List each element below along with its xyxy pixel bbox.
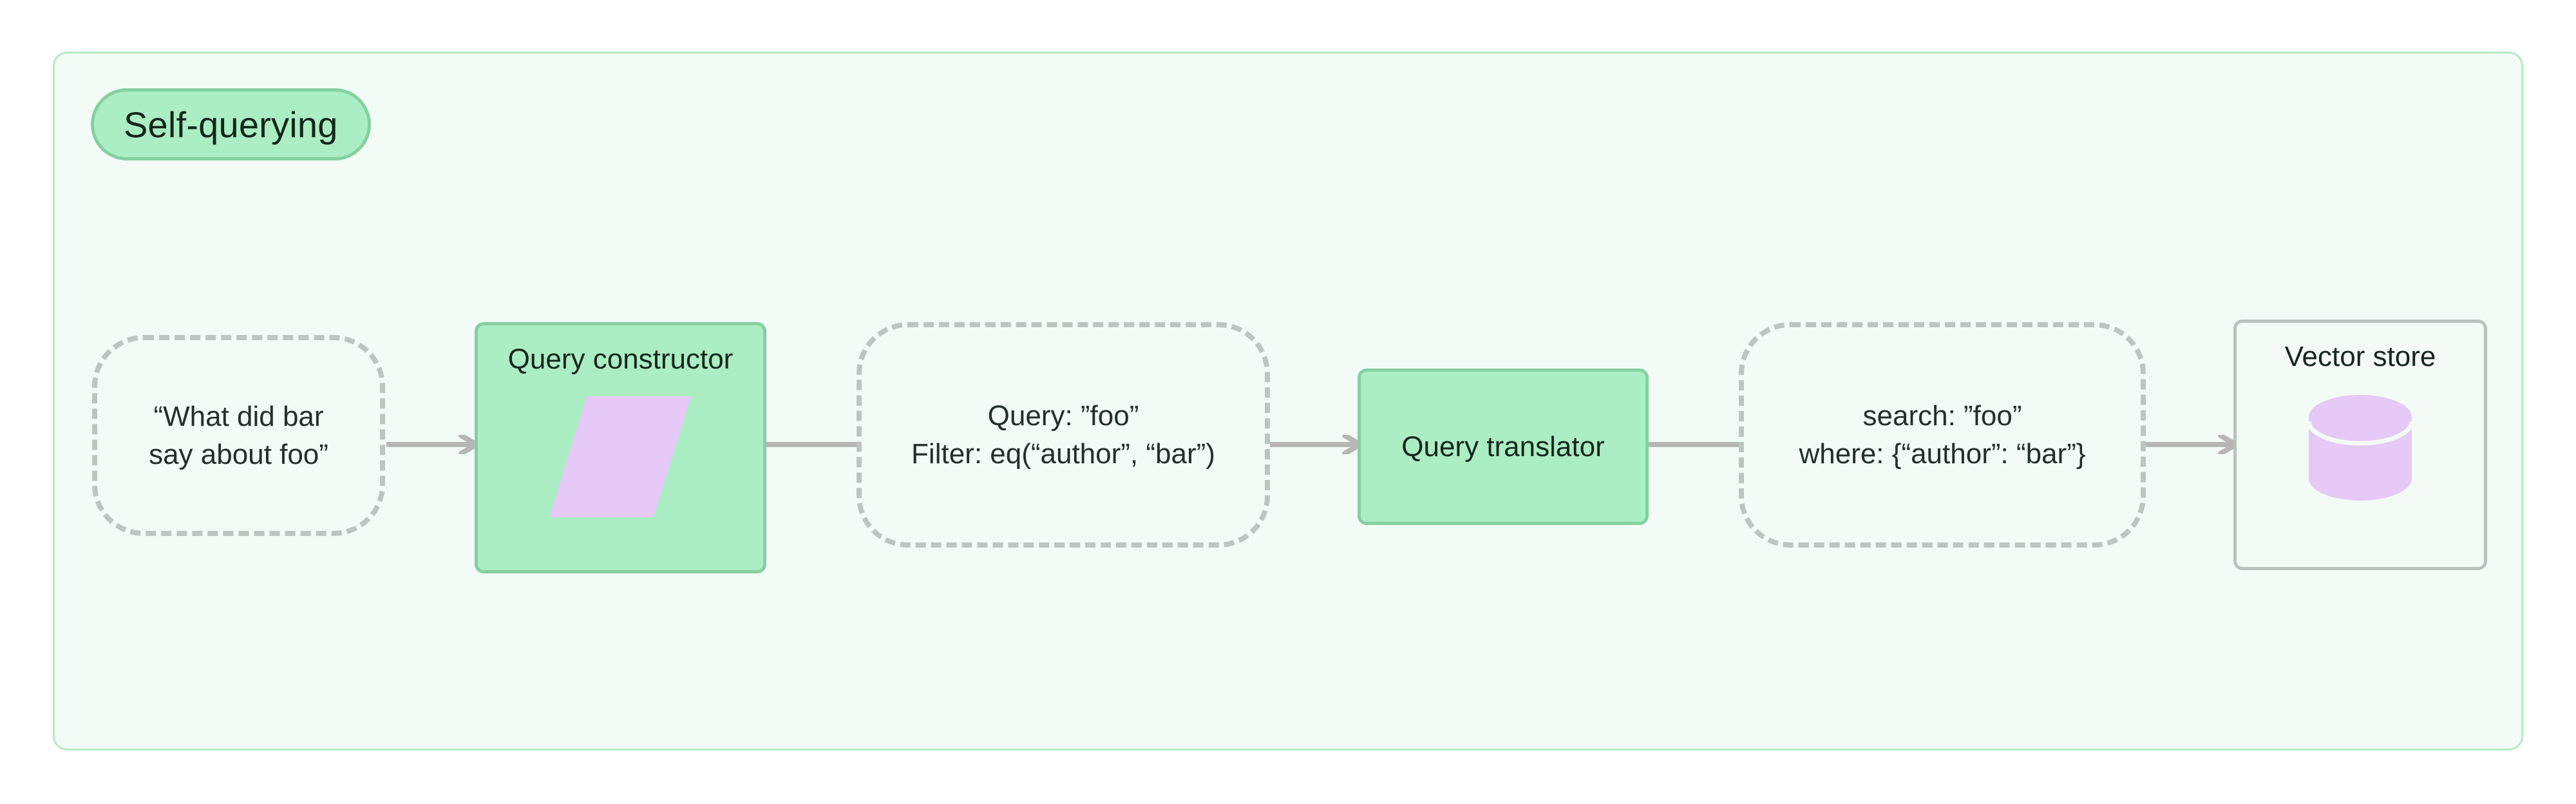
node-user-question-line-1: “What did bar bbox=[153, 400, 324, 432]
subgraph-frame bbox=[53, 52, 2523, 751]
edge-native-query-to-vector-store bbox=[2146, 435, 2242, 454]
edge-structured-query-to-query-translator bbox=[1270, 435, 1367, 454]
edge-query-constructor-to-structured-query bbox=[766, 435, 857, 454]
node-query-constructor-label: Query constructor bbox=[507, 343, 734, 375]
node-user-question-line-2: say about foo” bbox=[149, 439, 328, 470]
node-structured-query-line-1: Query: ”foo” bbox=[987, 399, 1139, 432]
node-query-constructor[interactable]: Query constructor bbox=[475, 322, 766, 573]
edge-query-translator-to-native-query bbox=[1649, 435, 1739, 454]
node-query-translator[interactable]: Query translator bbox=[1358, 368, 1649, 525]
node-native-query-line-2: where: {“author”: “bar”} bbox=[1799, 438, 2086, 470]
node-query-translator-label: Query translator bbox=[1401, 430, 1605, 463]
node-structured-query-line-2: Filter: eq(“author”, “bar”) bbox=[911, 438, 1215, 470]
subgraph-title-self-querying[interactable]: Self-querying bbox=[91, 88, 371, 160]
node-native-query[interactable]: search: ”foo” where: {“author”: “bar”} bbox=[1739, 322, 2146, 548]
node-native-query-line-1: search: ”foo” bbox=[1862, 399, 2022, 432]
edge-user-question-to-query-constructor bbox=[386, 435, 483, 454]
node-user-question[interactable]: “What did bar say about foo” bbox=[92, 335, 385, 536]
database-cylinder-icon bbox=[2302, 390, 2418, 513]
node-vector-store-label: Vector store bbox=[2284, 341, 2436, 372]
node-vector-store[interactable]: Vector store bbox=[2233, 320, 2487, 570]
node-structured-query[interactable]: Query: ”foo” Filter: eq(“author”, “bar”) bbox=[857, 322, 1270, 548]
subgraph-title-label: Self-querying bbox=[124, 104, 338, 145]
parallelogram-icon bbox=[547, 392, 695, 528]
